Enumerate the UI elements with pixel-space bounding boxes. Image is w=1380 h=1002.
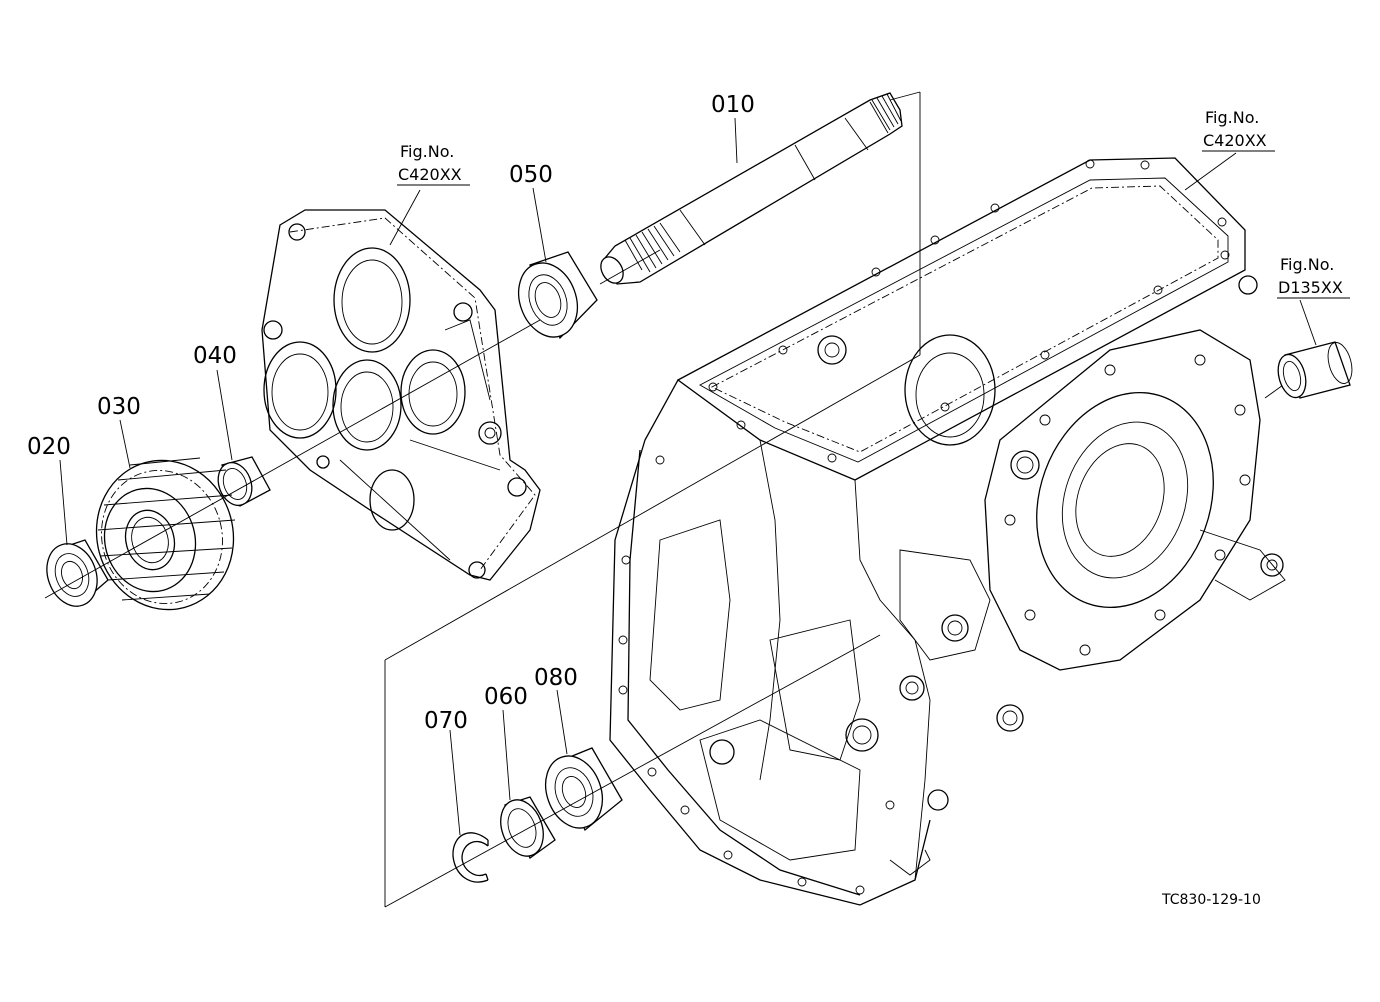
fig-ref-label: Fig.No.: [400, 142, 454, 161]
part-label-040: 040: [193, 343, 237, 369]
bearing-080: [544, 747, 623, 832]
bearing-020: [46, 539, 109, 608]
transmission-case: [609, 157, 1286, 906]
fig-reference-bushing: Fig.No. D135XX: [1277, 255, 1350, 299]
collar-040: [217, 456, 271, 507]
part-label-070: 070: [424, 708, 468, 734]
shaft-010: [600, 92, 903, 285]
bearing-050: [518, 251, 598, 340]
fig-ref-label: Fig.No.: [1280, 255, 1334, 274]
assembly-lines: [44, 91, 1291, 908]
collar-060: [500, 796, 556, 859]
fig-ref-code: C420XX: [1203, 131, 1267, 150]
case-bolt-holes: [618, 159, 1251, 895]
fig-reference-right: Fig.No. C420XX: [1202, 108, 1275, 152]
fig-ref-code: C420XX: [398, 165, 462, 184]
part-label-020: 020: [27, 434, 71, 460]
bushing-d135xx: [1277, 341, 1353, 399]
part-number-labels: 010 050 040 030 020 080 060 070: [27, 92, 755, 734]
part-label-050: 050: [509, 162, 553, 188]
part-label-030: 030: [97, 394, 141, 420]
gear-030: [95, 457, 236, 611]
fig-ref-code: D135XX: [1278, 278, 1343, 297]
fig-ref-label: Fig.No.: [1205, 108, 1259, 127]
part-label-080: 080: [534, 665, 578, 691]
fig-reference-left: Fig.No. C420XX: [397, 142, 470, 186]
leader-lines: [59, 117, 1317, 836]
drawing-code: TC830-129-10: [1161, 892, 1261, 908]
part-label-010: 010: [711, 92, 755, 118]
snap-ring-070: [452, 832, 489, 883]
cover-plate: [261, 209, 541, 581]
part-label-060: 060: [484, 684, 528, 710]
